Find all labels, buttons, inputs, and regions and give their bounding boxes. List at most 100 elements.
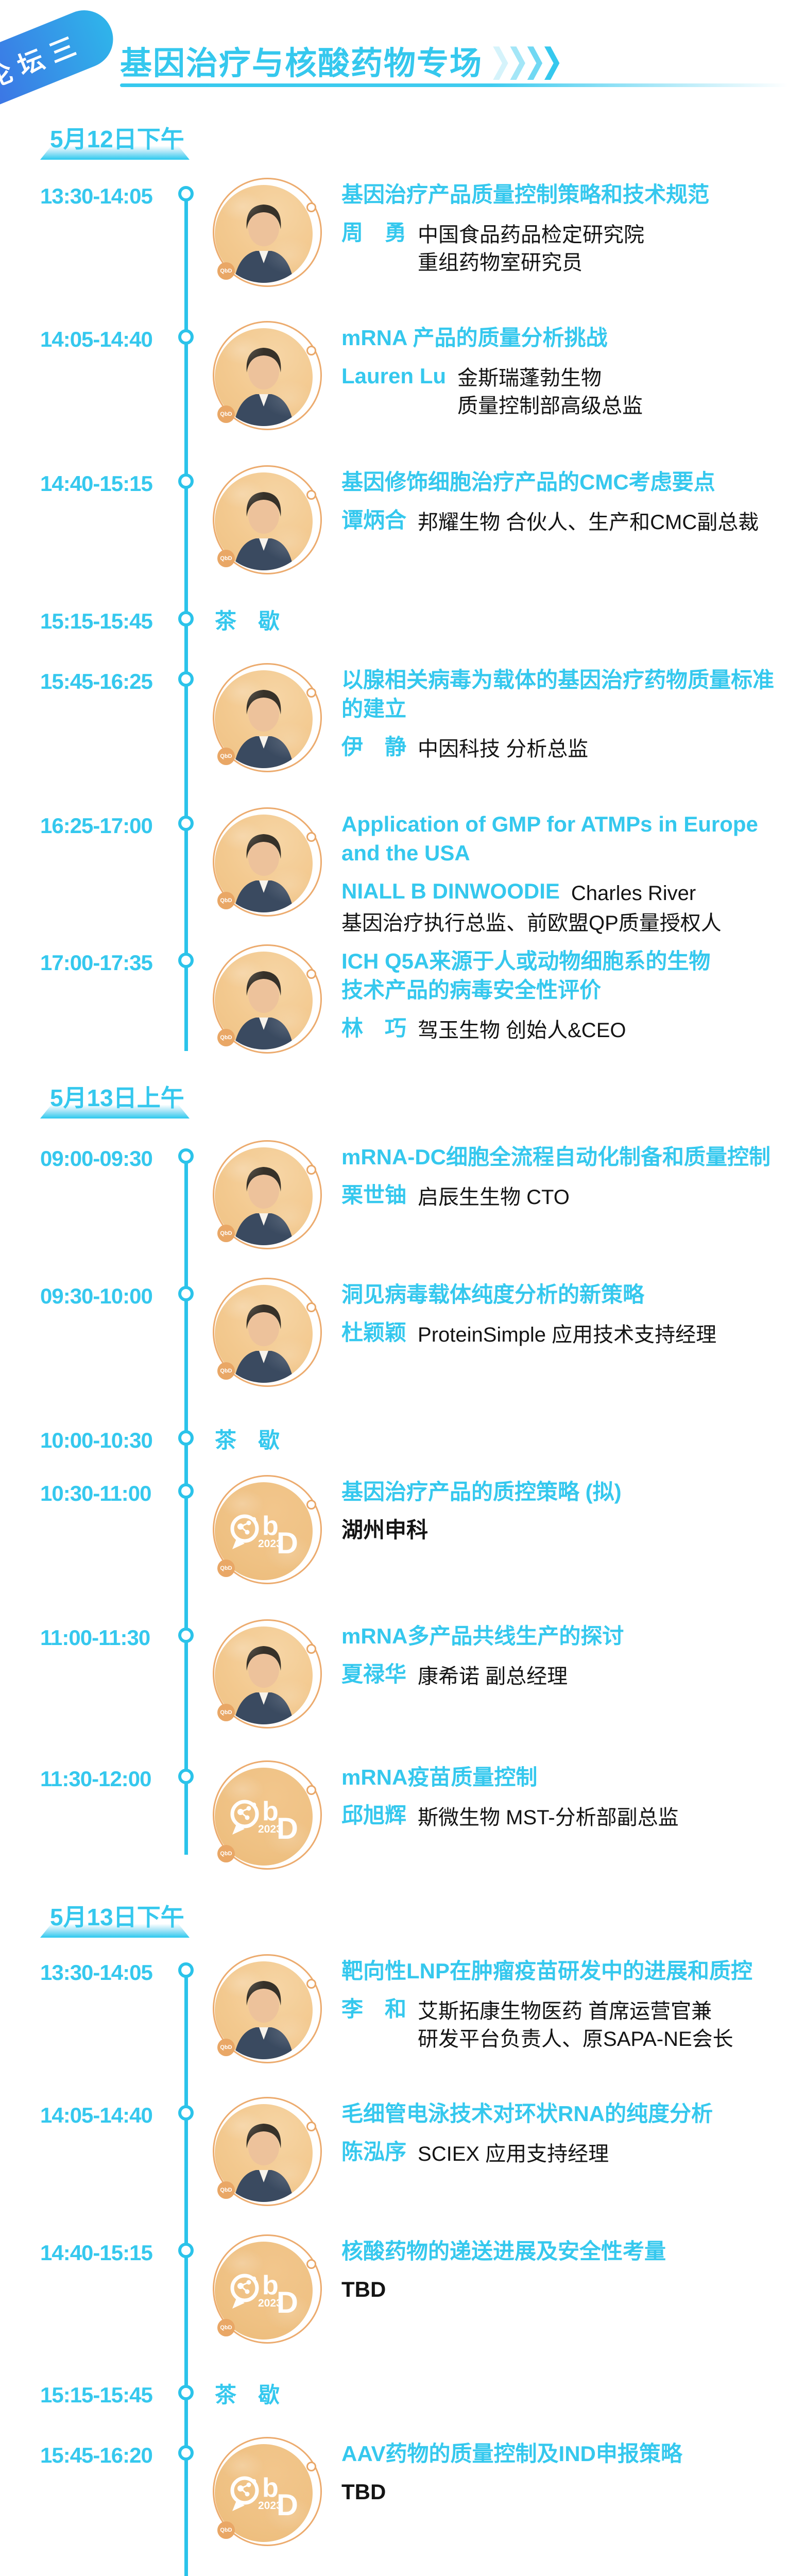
speaker-photo-avatar: QbD xyxy=(213,1278,322,1387)
timeline-node xyxy=(178,816,194,831)
tea-break-label: 茶 歇 xyxy=(215,1428,280,1452)
qbd-mini-badge: QbD xyxy=(217,1704,235,1721)
speaker-affiliation: Charles River xyxy=(571,878,696,907)
session-title: 洞见病毒载体纯度分析的新策略 xyxy=(341,1282,645,1307)
qbd-logo-d: D xyxy=(277,1527,298,1560)
speaker-name: 伊 静 xyxy=(341,735,407,759)
speaker-photo-avatar: QbD xyxy=(213,944,322,1054)
timeline-node xyxy=(178,953,194,968)
tea-break-label: 茶 歇 xyxy=(215,609,280,633)
avatar-ring-dot xyxy=(306,688,316,698)
qbd-mini-badge: QbD xyxy=(217,1029,235,1046)
qbd-logo-b: b xyxy=(262,2473,279,2503)
qbd-mini-badge: QbD xyxy=(217,550,235,567)
speaker-affiliation: SCIEX 应用支持经理 xyxy=(418,2139,609,2168)
session-time: 17:00-17:35 xyxy=(40,951,153,975)
chevron-stroke: ❯ xyxy=(540,42,564,79)
speaker-row: 伊 静中因科技 分析总监 xyxy=(341,734,774,763)
session-title: 毛细管电泳技术对环状RNA的纯度分析 xyxy=(341,2102,713,2126)
avatar-ring-dot xyxy=(306,2259,316,2269)
qbd-mini-badge: QbD xyxy=(217,1845,235,1862)
qbd-mini-badge: QbD xyxy=(217,2039,235,2056)
session-content: 洞见病毒载体纯度分析的新策略杜颖颖 ProteinSimple 应用技术支持经理 xyxy=(341,1280,716,1349)
avatar-ring-dot xyxy=(306,1785,316,1795)
qbd-logo-d: D xyxy=(277,2286,298,2319)
qbd-mini-badge: QbD xyxy=(217,1560,235,1577)
qbd-mini-badge: QbD xyxy=(217,748,235,765)
affiliation-line: 启辰生生物 CTO xyxy=(418,1186,570,1209)
speaker-photo-avatar: QbD xyxy=(213,1140,322,1249)
timeline-node xyxy=(178,1962,194,1978)
session-time: 09:00-09:30 xyxy=(40,1146,153,1171)
affiliation-line: 康希诺 副总经理 xyxy=(418,1665,568,1688)
speaker-portrait xyxy=(215,2104,313,2202)
session-time: 10:30-11:00 xyxy=(40,1481,152,1505)
session-time: 13:30-14:05 xyxy=(40,184,153,208)
session-title: mRNA疫苗质量控制 xyxy=(341,1765,538,1789)
affiliation-line: ProteinSimple 应用技术支持经理 xyxy=(418,1324,717,1346)
avatar-ring-decoration xyxy=(213,1140,322,1249)
avatar-ring-dot xyxy=(306,969,316,979)
session-time: 16:25-17:00 xyxy=(40,814,153,838)
qbd-mini-badge: QbD xyxy=(217,1362,235,1380)
affiliation-line: 艾斯拓康生物医药 首席运营官兼 xyxy=(418,2000,712,2023)
avatar-ring-decoration xyxy=(213,807,322,917)
session-time: 14:05-14:40 xyxy=(40,327,153,351)
speaker-photo-avatar: QbD xyxy=(213,1954,322,2063)
timeline-node xyxy=(178,1148,194,1164)
session-content: 基因修饰细胞治疗产品的CMC考虑要点谭炳合邦耀生物 合伙人、生产和CMC副总裁 xyxy=(341,468,759,536)
timeline-node xyxy=(178,1483,194,1499)
timeline-node xyxy=(178,473,194,489)
avatar-ring-decoration xyxy=(213,2437,322,2546)
speaker-name: 杜颖颖 xyxy=(341,1320,407,1345)
affiliation-line: 驾玉生物 创始人&CEO xyxy=(418,1019,626,1042)
speaker-affiliation: 金斯瑞蓬勃生物质量控制部高级总监 xyxy=(457,363,643,420)
speaker-affiliation: 康希诺 副总经理 xyxy=(418,1661,568,1690)
speaker-affiliation: 邦耀生物 合伙人、生产和CMC副总裁 xyxy=(418,507,759,536)
speaker-row: TBD xyxy=(341,2479,682,2506)
timeline-node xyxy=(178,2243,194,2258)
speaker-affiliation: 启辰生生物 CTO xyxy=(418,1182,570,1211)
speaker-row: 林 巧驾玉生物 创始人&CEO xyxy=(341,1015,710,1044)
qbd-logo-year: 2023 xyxy=(258,1823,282,1835)
speaker-portrait xyxy=(215,1285,313,1383)
qbd-logo-d: D xyxy=(277,2488,298,2522)
affiliation-line: 研发平台负责人、原SAPA-NE会长 xyxy=(418,2028,733,2050)
affiliation-line: SCIEX 应用支持经理 xyxy=(418,2143,609,2165)
session-title: AAV药物的质量控制及IND申报策略 xyxy=(341,2442,682,2466)
speaker-row: 杜颖颖 ProteinSimple 应用技术支持经理 xyxy=(341,1319,716,1349)
timeline-node xyxy=(178,1430,194,1446)
chevron-right-icon: ❯❯❯❯ xyxy=(489,42,564,79)
avatar-ring-decoration xyxy=(213,944,322,1054)
speaker-photo-avatar: QbD xyxy=(213,178,322,287)
session-title: 基因治疗产品质量控制策略和技术规范 xyxy=(341,182,710,207)
speaker-name: TBD xyxy=(341,2277,386,2301)
session-content: 靶向性LNP在肿瘤疫苗研发中的进展和质控李 和艾斯拓康生物医药 首席运营官兼研发… xyxy=(341,1957,752,2053)
qbd-logo-b: b xyxy=(262,1511,279,1541)
speaker-name: 周 勇 xyxy=(341,221,407,245)
date-header: 5月12日下午 xyxy=(50,126,184,152)
session-time: 14:05-14:40 xyxy=(40,2103,153,2127)
speaker-affiliation: 中因科技 分析总监 xyxy=(418,734,588,763)
session-content: 基因治疗产品的质控策略 (拟)湖州申科 xyxy=(341,1478,622,1544)
affiliation-line: 邦耀生物 合伙人、生产和CMC副总裁 xyxy=(418,511,759,534)
session-title: and the USA xyxy=(341,841,470,865)
session-time: 11:00-11:30 xyxy=(40,1625,150,1650)
speaker-row: 李 和艾斯拓康生物医药 首席运营官兼研发平台负责人、原SAPA-NE会长 xyxy=(341,1996,752,2053)
avatar-ring-decoration xyxy=(213,2097,322,2206)
avatar-ring-dot xyxy=(306,1500,316,1510)
session-time: 10:00-10:30 xyxy=(40,1428,153,1452)
date-underline-shape xyxy=(40,1105,190,1118)
page-title-text: 基因治疗与核酸药物专场 xyxy=(120,46,483,81)
timeline-node xyxy=(178,2445,194,2461)
session-time: 15:15-15:45 xyxy=(40,2383,153,2407)
session-time: 15:45-16:20 xyxy=(40,2443,153,2467)
qbd-mini-badge: QbD xyxy=(217,2521,235,2539)
speaker-name: NIALL B DINWOODIE xyxy=(341,879,560,903)
avatar-ring-decoration xyxy=(213,178,322,287)
